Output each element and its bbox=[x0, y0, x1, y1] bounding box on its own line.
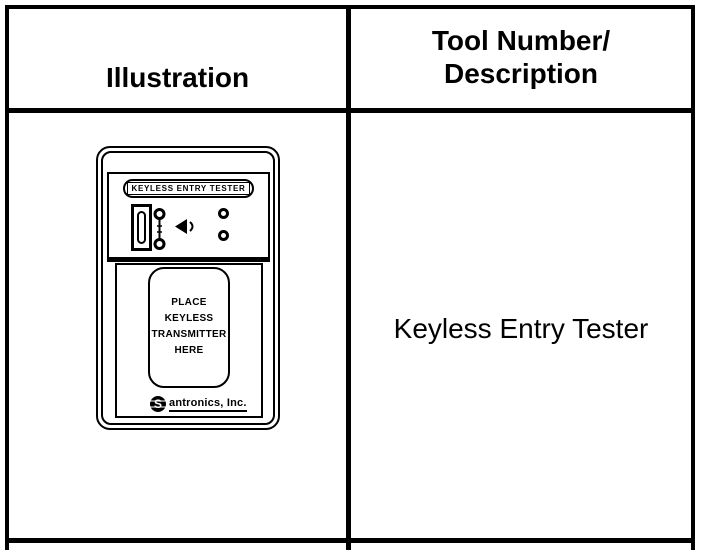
device-case-bevel bbox=[101, 151, 275, 425]
manufacturer-name: antronics, Inc. bbox=[169, 397, 247, 412]
power-switch-icon bbox=[131, 204, 152, 251]
pad-text-line: KEYLESS bbox=[164, 313, 214, 324]
tool-description-cell: Keyless Entry Tester bbox=[393, 313, 649, 344]
pad-text-line: TRANSMITTER bbox=[151, 329, 227, 340]
led-indicator-top-icon bbox=[218, 208, 229, 219]
manufacturer-logo: S antronics, Inc. bbox=[149, 395, 247, 413]
header-line-tool-number: Tool Number/ bbox=[431, 25, 611, 56]
sphere-s-logo-icon: S bbox=[150, 396, 166, 412]
table-row-divider bbox=[5, 538, 695, 543]
device-nameplate: KEYLESS ENTRY TESTER bbox=[123, 179, 254, 198]
logo-initial: S bbox=[154, 397, 162, 411]
test-terminals-icon bbox=[153, 208, 166, 250]
table-border-right bbox=[691, 5, 695, 550]
table-border-left bbox=[5, 5, 9, 550]
pad-text-line: PLACE bbox=[171, 297, 207, 308]
column-header-illustration: Illustration bbox=[105, 62, 250, 93]
transmitter-placement-pad: PLACE KEYLESS TRANSMITTER HERE bbox=[148, 267, 230, 388]
pad-text-line: HERE bbox=[174, 345, 204, 356]
device-nameplate-label: KEYLESS ENTRY TESTER bbox=[127, 182, 250, 195]
table-column-divider bbox=[346, 5, 351, 550]
power-switch-slot bbox=[137, 211, 146, 244]
column-header-tool-number: Tool Number/ Description bbox=[351, 24, 691, 90]
header-line-description: Description bbox=[443, 58, 599, 89]
table-header-divider bbox=[5, 108, 695, 113]
device-control-panel bbox=[107, 172, 270, 262]
led-indicator-bottom-icon bbox=[218, 230, 229, 241]
device-transmitter-panel bbox=[115, 263, 263, 418]
speaker-icon bbox=[175, 219, 194, 234]
